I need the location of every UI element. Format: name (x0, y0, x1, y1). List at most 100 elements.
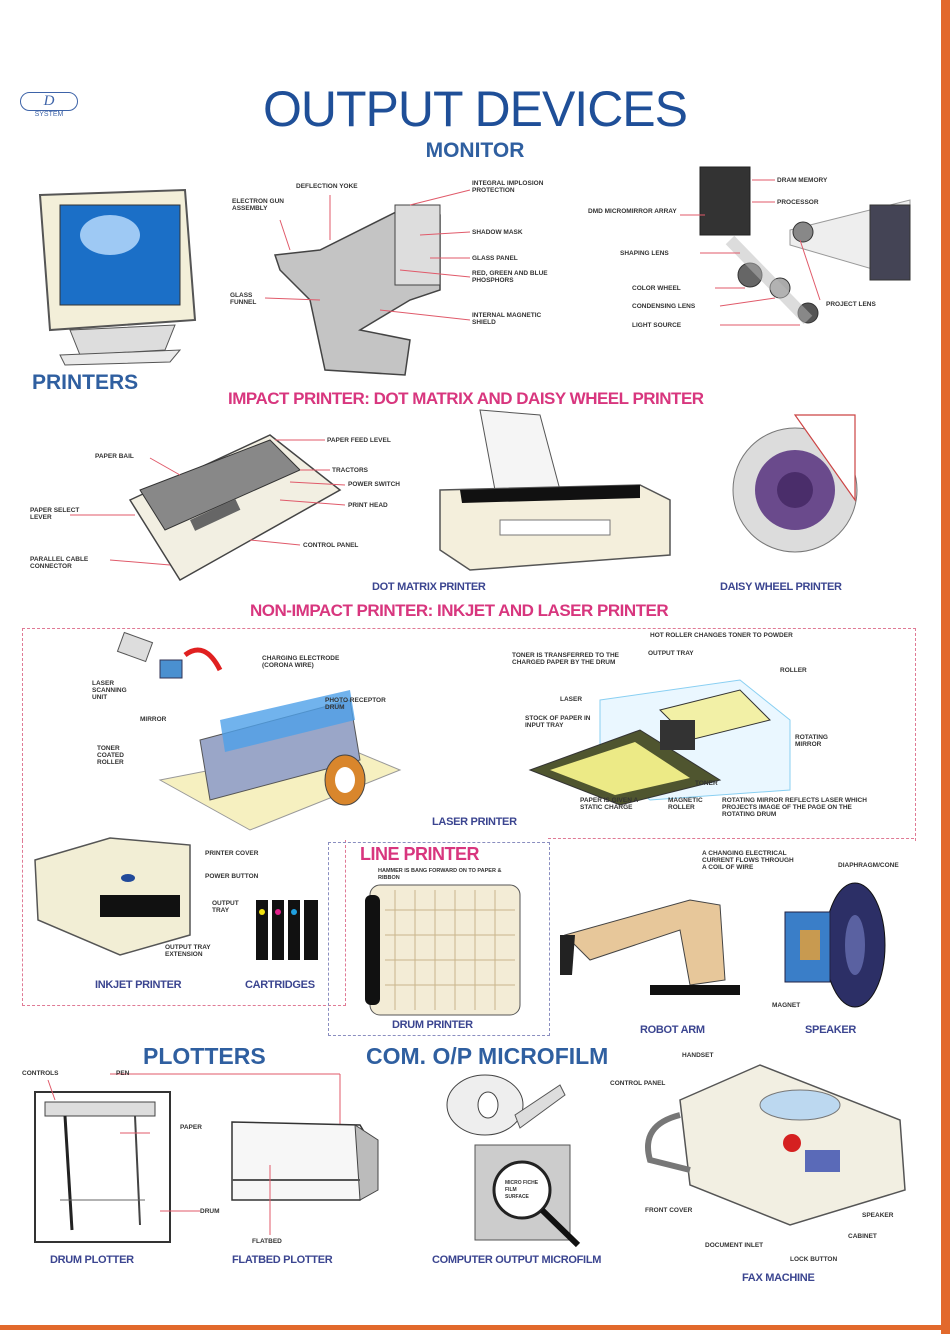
microfilm-illustration (446, 1074, 581, 1248)
section-monitor: MONITOR (425, 139, 525, 162)
dot-matrix-printer-illustration (439, 409, 671, 571)
caption-laser-printer: LASER PRINTER (432, 816, 517, 828)
laser-label: Toner coated roller (97, 745, 124, 766)
inkjet-label: Printer cover (205, 850, 259, 857)
crt-label: Internal magnetic shield (472, 312, 542, 326)
dot-matrix-label: Paper feed level (327, 437, 391, 444)
plotter-label: Flatbed (252, 1238, 282, 1245)
plotter-label: Paper (180, 1124, 202, 1131)
flatbed-plotter-illustration (231, 1121, 379, 1235)
laser-frame-bottom (548, 838, 914, 839)
dot-matrix-label: Paper bail (95, 453, 134, 460)
laser-label: Roller (780, 667, 807, 674)
dlp-label: Processor (777, 199, 819, 206)
caption-drum-printer: DRUM PRINTER (392, 1019, 473, 1031)
laser-label: Laser (560, 696, 583, 703)
caption-fax-machine: FAX MACHINE (742, 1272, 815, 1284)
laser-label: Charging electrode (corona wire) (262, 655, 340, 669)
dot-matrix-label: Print head (348, 502, 388, 509)
crt-label: Shadow mask (472, 229, 523, 236)
dot-matrix-labeled-illustration (70, 434, 346, 582)
drum-plotter-illustration (34, 1073, 341, 1243)
caption-inkjet-printer: INKJET PRINTER (95, 979, 182, 991)
section-microfilm: COM. O/P MICROFILM (366, 1043, 609, 1069)
crt-label: Integral implosion protection (472, 180, 544, 194)
daisy-wheel-illustration (732, 414, 858, 553)
crt-label: Deflection yoke (296, 183, 358, 190)
dlp-label: Condensing lens (632, 303, 696, 310)
laser-label: Mirror (140, 716, 167, 723)
poster-border-right (941, 0, 950, 1334)
speaker-label: Diaphragm/cone (838, 862, 899, 869)
publisher-logo: D SYSTEM (20, 92, 78, 118)
section-plotters: PLOTTERS (143, 1043, 266, 1069)
dlp-label: Project lens (826, 301, 876, 308)
inkjet-label: Output tray (212, 900, 239, 914)
dot-matrix-label: Tractors (332, 467, 368, 474)
inkjet-printer-illustration (34, 837, 318, 960)
laser-printer-internals-illustration (528, 679, 791, 806)
inkjet-printer-frame (22, 840, 346, 1006)
laser-label: Output tray (648, 650, 694, 657)
caption-daisy-wheel: DAISY WHEEL PRINTER (720, 581, 842, 593)
logo-subtext: SYSTEM (34, 111, 64, 118)
line-printer-label: Hammer is bang forward on to paper & rib… (378, 868, 502, 881)
dot-matrix-label: Paper select lever (30, 507, 80, 521)
inkjet-label: Power button (205, 873, 259, 880)
speaker-label: A changing electrical current flows thro… (702, 850, 794, 871)
crt-label: Glass panel (472, 255, 518, 262)
caption-robot-arm: ROBOT ARM (640, 1024, 705, 1036)
laser-label: Stock of paper in input tray (525, 715, 591, 729)
laser-label: Rotating mirror (795, 734, 828, 748)
laser-label: Magnetic roller (668, 797, 703, 811)
dot-matrix-label: Control panel (303, 542, 359, 549)
dlp-label: Light source (632, 322, 682, 329)
caption-cartridges: CARTRIDGES (245, 979, 315, 991)
crt-illustration (264, 189, 471, 376)
poster-border-bottom (0, 1325, 950, 1330)
inkjet-label: Output tray extension (165, 944, 211, 958)
logo-mark: D (20, 92, 78, 111)
dlp-label: Color wheel (632, 285, 681, 292)
crt-label: Electron gun assembly (232, 198, 284, 212)
laser-label: Laser scanning unit (92, 680, 127, 701)
laser-label: Toner is transferred to the charged pape… (512, 652, 620, 666)
fax-label: Speaker (862, 1212, 894, 1219)
fax-label: Handset (682, 1052, 714, 1059)
poster-title: OUTPUT DEVICES (262, 81, 688, 137)
cartridges-illustration (256, 900, 318, 960)
dlp-label: Shaping lens (620, 250, 669, 257)
plotter-label: Controls (22, 1070, 59, 1077)
plotter-label: Drum (200, 1208, 220, 1215)
fax-label: Cabinet (848, 1233, 877, 1240)
plotter-label: Pen (116, 1070, 130, 1077)
fax-label: Front cover (645, 1207, 693, 1214)
caption-speaker: SPEAKER (805, 1024, 857, 1036)
section-impact-printer: IMPACT PRINTER: DOT MATRIX AND DAISY WHE… (228, 389, 704, 408)
robot-arm-illustration (560, 899, 740, 995)
fax-label: Control panel (610, 1080, 666, 1087)
laser-label: Hot roller changes toner to powder (650, 632, 793, 639)
laser-drum-illustration (116, 631, 402, 831)
caption-dot-matrix: DOT MATRIX PRINTER (372, 581, 486, 593)
section-printers: PRINTERS (32, 371, 139, 394)
dlp-projector-illustration (680, 166, 911, 326)
crt-label: Red, green and blue phosphors (472, 270, 548, 284)
section-line-printer: LINE PRINTER (360, 844, 480, 864)
line-printer-frame (328, 842, 550, 1036)
dlp-label: DRAM memory (777, 177, 828, 184)
microfilm-label: Micro fiche film surface (505, 1180, 539, 1200)
fax-label: Document inlet (705, 1242, 764, 1249)
laser-label: Toner (695, 780, 718, 787)
laser-printer-frame (22, 628, 916, 841)
fax-machine-illustration (645, 1064, 906, 1226)
dlp-label: DMD micromirror array (588, 208, 677, 215)
drum-printer-illustration (365, 884, 521, 1016)
laser-label: Photo receptor drum (325, 697, 386, 711)
dot-matrix-label: Power switch (348, 481, 400, 488)
fax-label: Lock button (790, 1256, 838, 1263)
laser-label: Rotating mirror reflects laser which pro… (722, 797, 867, 818)
caption-flatbed-plotter: FLATBED PLOTTER (232, 1254, 333, 1266)
crt-label: Glass funnel (230, 292, 257, 306)
